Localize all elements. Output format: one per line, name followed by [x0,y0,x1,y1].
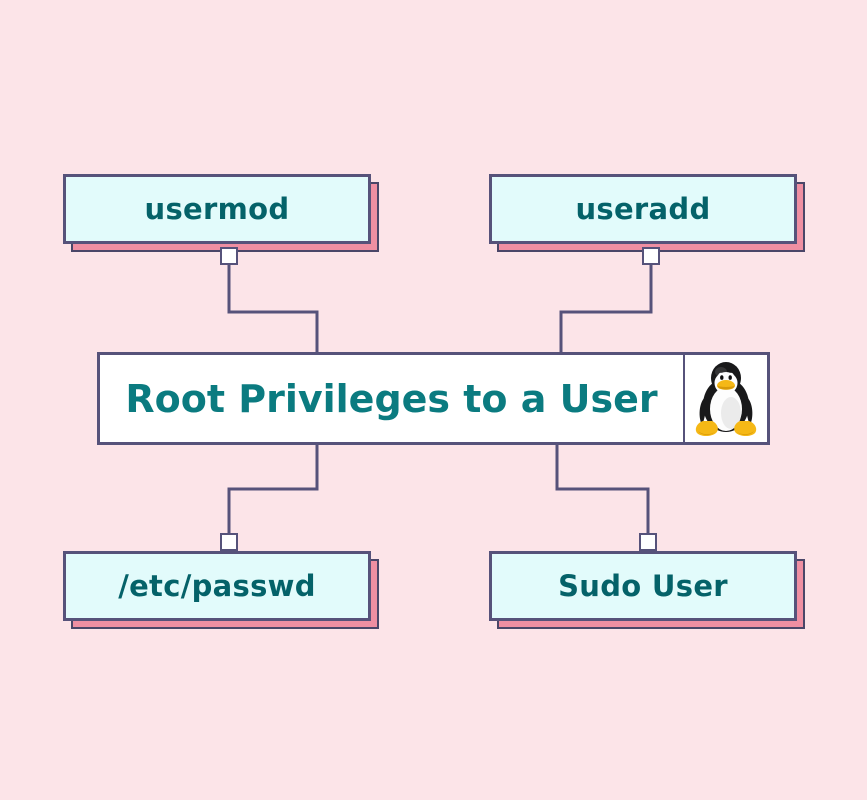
node-usermod[interactable]: usermod [63,174,379,252]
connector-handle-sudo-user[interactable] [639,533,657,551]
connector-handle-useradd[interactable] [642,247,660,265]
connector-handle-etc-passwd[interactable] [220,533,238,551]
node-usermod-label: usermod [144,191,290,226]
node-root-privileges[interactable]: Root Privileges to a User [97,352,770,445]
node-root-privileges-label: Root Privileges to a User [125,376,658,421]
connector-usermod-to-center [227,256,319,352]
connector-center-to-etc-passwd [227,445,319,551]
node-useradd-face: useradd [489,174,797,244]
connector-handle-usermod[interactable] [220,247,238,265]
node-sudo-user[interactable]: Sudo User [489,551,805,629]
node-sudo-user-face: Sudo User [489,551,797,621]
node-etc-passwd-face: /etc/passwd [63,551,371,621]
connector-useradd-to-center [559,256,653,352]
node-etc-passwd-label: /etc/passwd [118,568,316,603]
tux-penguin-icon [695,361,757,436]
node-useradd[interactable]: useradd [489,174,805,252]
node-root-privileges-title-cell: Root Privileges to a User [100,355,685,442]
node-usermod-face: usermod [63,174,371,244]
linux-tux-penguin-logo [685,355,767,442]
node-etc-passwd[interactable]: /etc/passwd [63,551,379,629]
connector-center-to-sudo-user [555,445,650,551]
node-sudo-user-label: Sudo User [558,568,728,603]
node-useradd-label: useradd [575,191,711,226]
